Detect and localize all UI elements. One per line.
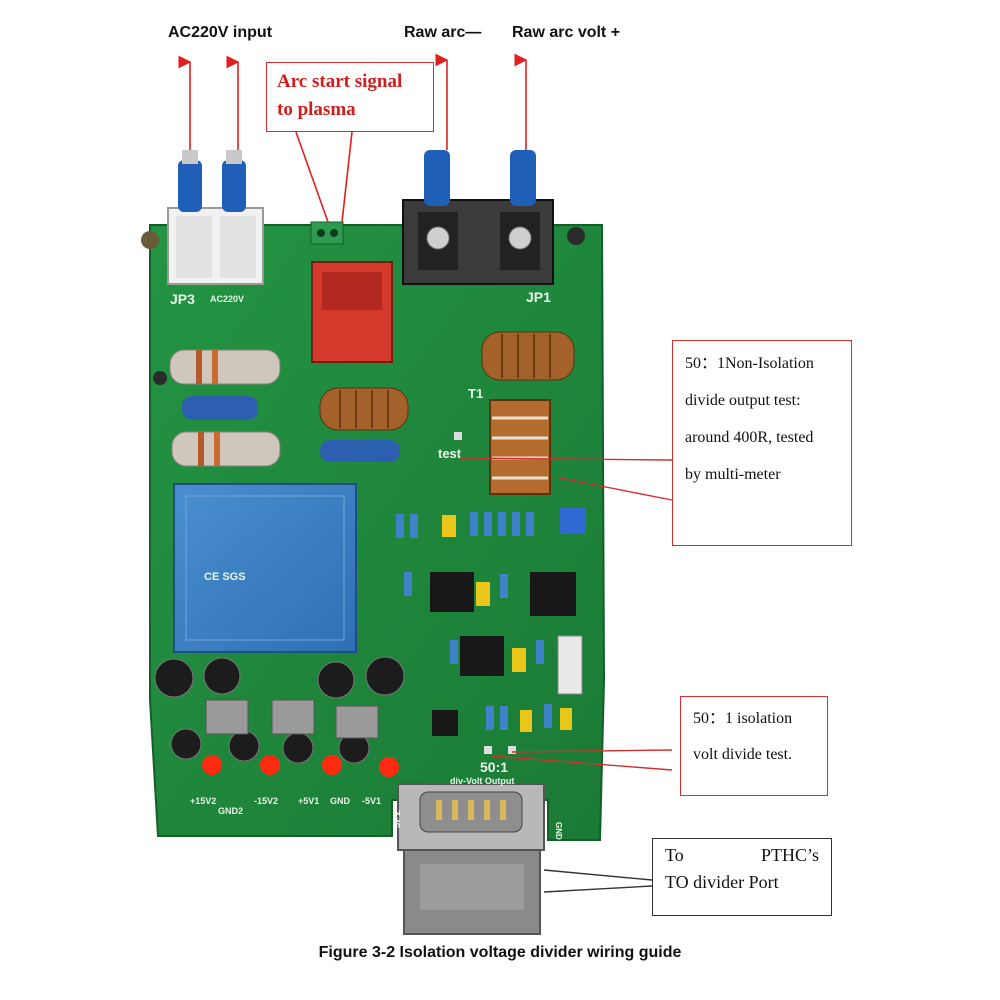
rail-label: -15V2 xyxy=(254,796,278,806)
callout-line: 50：1 isolation xyxy=(693,710,793,727)
power-resistor xyxy=(171,431,281,467)
callout-leaders xyxy=(459,457,673,771)
db9-connector xyxy=(397,783,545,935)
callout-line: 50：1Non-Isolation xyxy=(685,355,814,372)
blue-spade-connector xyxy=(222,160,246,212)
non-isolation-callout: 50：1Non-Isolation divide output test: ar… xyxy=(672,340,852,546)
ic-chip xyxy=(460,636,504,676)
callout-line: to plasma xyxy=(277,99,356,120)
main-transformer xyxy=(173,483,357,653)
raw-arc-plus-label: Raw arc volt + xyxy=(512,24,621,41)
jp3-label: JP3 xyxy=(170,291,195,307)
voltage-regulators xyxy=(205,699,379,739)
arc-start-callout: Arc start signal to plasma xyxy=(266,62,434,132)
callout-line: Arc start signal xyxy=(277,71,403,92)
electrolytic-capacitors xyxy=(154,656,405,764)
inductor xyxy=(481,331,575,381)
ic-chip xyxy=(530,572,576,616)
callout-line: divide output test: xyxy=(685,392,801,409)
callout-line: volt divide test. xyxy=(693,746,793,763)
rail-label: GND2 xyxy=(218,806,243,816)
callout-line: by multi-meter xyxy=(685,466,781,483)
t1-label: T1 xyxy=(468,386,483,401)
arc-start-connector xyxy=(310,221,344,245)
blue-capacitor xyxy=(182,396,258,420)
ic-chip xyxy=(432,710,458,736)
rail-label: +5V1 xyxy=(298,796,319,806)
test-point xyxy=(508,746,516,754)
rail-label: GND xyxy=(330,796,351,806)
callout-line-justified: To PTHC’s xyxy=(665,842,819,869)
blue-spade-connector xyxy=(178,160,202,212)
ic-chip xyxy=(430,572,474,612)
test-point xyxy=(454,432,462,440)
rail-label: -5V1 xyxy=(362,796,381,806)
mounting-hole xyxy=(153,371,167,385)
inductor xyxy=(319,387,409,431)
rail-labels: +15V2 GND2 -15V2 +5V1 GND -5V1 xyxy=(190,796,381,816)
yellow-capacitors xyxy=(442,515,572,732)
div-output-silk-label: div-Volt Output xyxy=(450,776,514,786)
transformer-mark: CE SGS xyxy=(204,571,246,583)
mounting-hole xyxy=(567,227,585,245)
blue-spade-connector xyxy=(424,150,450,206)
callout-line: around 400R, tested xyxy=(685,429,814,446)
gnd-silk-label: GND xyxy=(554,822,563,840)
callout-line: TO divider Port xyxy=(665,872,779,892)
raw-arc-minus-label: Raw arc— xyxy=(404,24,482,41)
isolation-callout: 50：1 isolation volt divide test. xyxy=(680,696,828,796)
callout-word: To xyxy=(665,845,684,865)
t1-transformer xyxy=(489,399,551,495)
test-point xyxy=(484,746,492,754)
ratio-silk-label: 50:1 xyxy=(480,759,508,775)
rail-label: +15V2 xyxy=(190,796,216,806)
small-resistors xyxy=(396,512,552,730)
ac-silk-label: AC220V xyxy=(210,294,244,304)
label-arrows xyxy=(178,53,528,223)
jp2-label: JP2 xyxy=(392,810,403,828)
test-silk-label: test xyxy=(438,446,462,461)
pthc-callout: To PTHC’s TO divider Port xyxy=(652,838,832,916)
status-leds xyxy=(202,755,399,777)
blue-spade-connector xyxy=(510,150,536,206)
figure-caption: Figure 3-2 Isolation voltage divider wir… xyxy=(318,944,682,961)
white-header xyxy=(557,635,583,695)
trimpot xyxy=(560,508,586,534)
jp1-label: JP1 xyxy=(526,289,551,305)
callout-word: PTHC’s xyxy=(760,845,819,865)
blue-capacitor xyxy=(320,440,400,462)
pthc-leaders xyxy=(543,869,653,893)
power-resistor xyxy=(169,349,281,385)
ac-input-label: AC220V input xyxy=(168,24,273,41)
mounting-hole xyxy=(141,231,159,249)
